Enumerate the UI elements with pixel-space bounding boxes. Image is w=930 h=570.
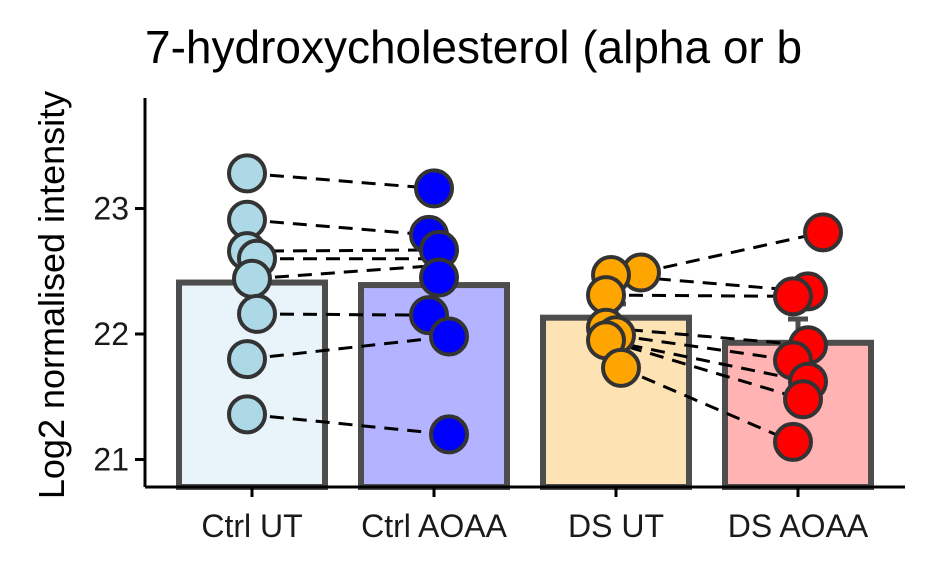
data-point xyxy=(232,258,272,299)
pair-line-10 xyxy=(605,293,794,298)
pair-line-15 xyxy=(620,366,794,444)
pair-line-2 xyxy=(246,248,440,253)
pair-lines-layer xyxy=(246,171,824,444)
data-point xyxy=(414,168,454,209)
chart-title: 7-hydroxycholesterol (alpha or b xyxy=(145,21,803,73)
pair-line-7 xyxy=(246,412,450,436)
data-point xyxy=(783,379,823,420)
data-point xyxy=(227,394,267,435)
data-point xyxy=(429,316,469,357)
data-point xyxy=(419,257,459,298)
pair-line-14 xyxy=(605,338,804,401)
x-tick-label: Ctrl UT xyxy=(201,508,302,544)
pair-line-8 xyxy=(640,230,824,274)
data-point xyxy=(601,347,641,388)
data-point xyxy=(773,276,813,317)
data-point xyxy=(237,293,277,334)
y-tick-label: 22 xyxy=(93,316,129,352)
pair-line-11 xyxy=(605,326,809,347)
y-tick-label: 21 xyxy=(93,442,129,478)
x-tick-label: DS UT xyxy=(568,508,664,544)
pair-line-0 xyxy=(246,171,435,190)
data-point xyxy=(429,414,469,455)
y-tick-label: 23 xyxy=(93,191,129,227)
data-point xyxy=(803,212,843,253)
data-point xyxy=(227,339,267,380)
pair-line-4 xyxy=(251,263,445,281)
pair-line-12 xyxy=(615,333,794,362)
x-tick-label: DS AOAA xyxy=(728,508,869,544)
data-point xyxy=(586,275,626,316)
x-tick-label: Ctrl AOAA xyxy=(361,508,507,544)
data-point xyxy=(227,153,267,194)
pair-line-6 xyxy=(246,335,450,361)
points-layer xyxy=(227,153,843,462)
data-point xyxy=(773,421,813,462)
pair-line-5 xyxy=(256,312,430,317)
pair-line-13 xyxy=(605,338,809,384)
pair-line-1 xyxy=(246,218,430,237)
